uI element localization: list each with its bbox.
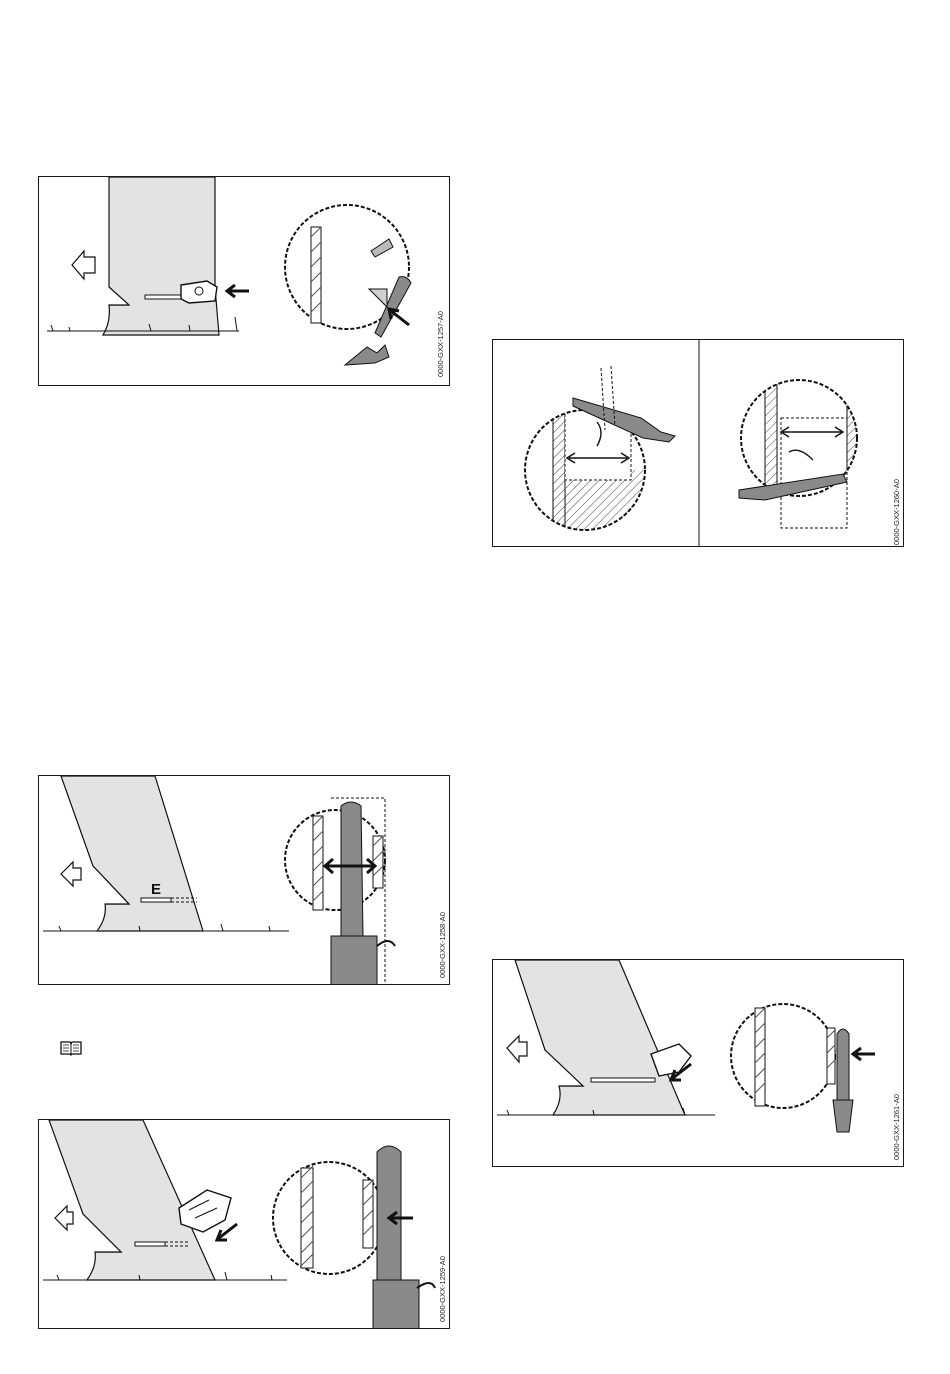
detail-circle xyxy=(731,1004,835,1108)
felling-direction-arrow xyxy=(507,1036,527,1062)
figure-code-1260: 0000-GXX-1260-A0 xyxy=(892,479,901,545)
figure-2-illustration: 0000-GXX-1260-A0 xyxy=(493,340,904,547)
chainsaw-detail xyxy=(341,802,363,936)
felling-direction-arrow xyxy=(61,862,81,886)
figure-1-illustration: 0000-GXX-1257-A0 xyxy=(39,177,450,386)
figure-code-1257: 0000-GXX-1257-A0 xyxy=(436,311,445,377)
figure-felling-back-cut-1259: 0000-GXX-1259-A0 xyxy=(38,1119,450,1329)
label-e: E xyxy=(151,881,161,898)
figure-felling-back-cut-1258: E 0000-GXX-1258-A0 xyxy=(38,775,450,985)
felling-direction-arrow xyxy=(55,1206,73,1230)
figure-code-1258: 0000-GXX-1258-A0 xyxy=(438,912,447,978)
chainsaw-detail xyxy=(837,1029,849,1100)
chainsaw-shape xyxy=(179,1190,231,1232)
push-arrow xyxy=(227,285,249,297)
figure-felling-back-cut-1257: 0000-GXX-1257-A0 xyxy=(38,176,450,386)
felling-direction-arrow xyxy=(72,251,95,279)
push-arrow xyxy=(853,1048,875,1060)
figure-4-illustration: 0000-GXX-1259-A0 xyxy=(39,1120,450,1329)
figure-felling-back-cut-1261: 0000-GXX-1261-A0 xyxy=(492,959,904,1167)
figure-3-illustration: E 0000-GXX-1258-A0 xyxy=(39,776,450,985)
open-book-icon xyxy=(60,1040,82,1056)
pointer-arrow xyxy=(389,309,409,325)
figure-code-1261: 0000-GXX-1261-A0 xyxy=(892,1094,901,1160)
figure-5-illustration: 0000-GXX-1261-A0 xyxy=(493,960,904,1167)
figure-code-1259: 0000-GXX-1259-A0 xyxy=(438,1256,447,1322)
pointer-arrow xyxy=(217,1224,237,1240)
figure-felling-back-cut-1260: 0000-GXX-1260-A0 xyxy=(492,339,904,547)
